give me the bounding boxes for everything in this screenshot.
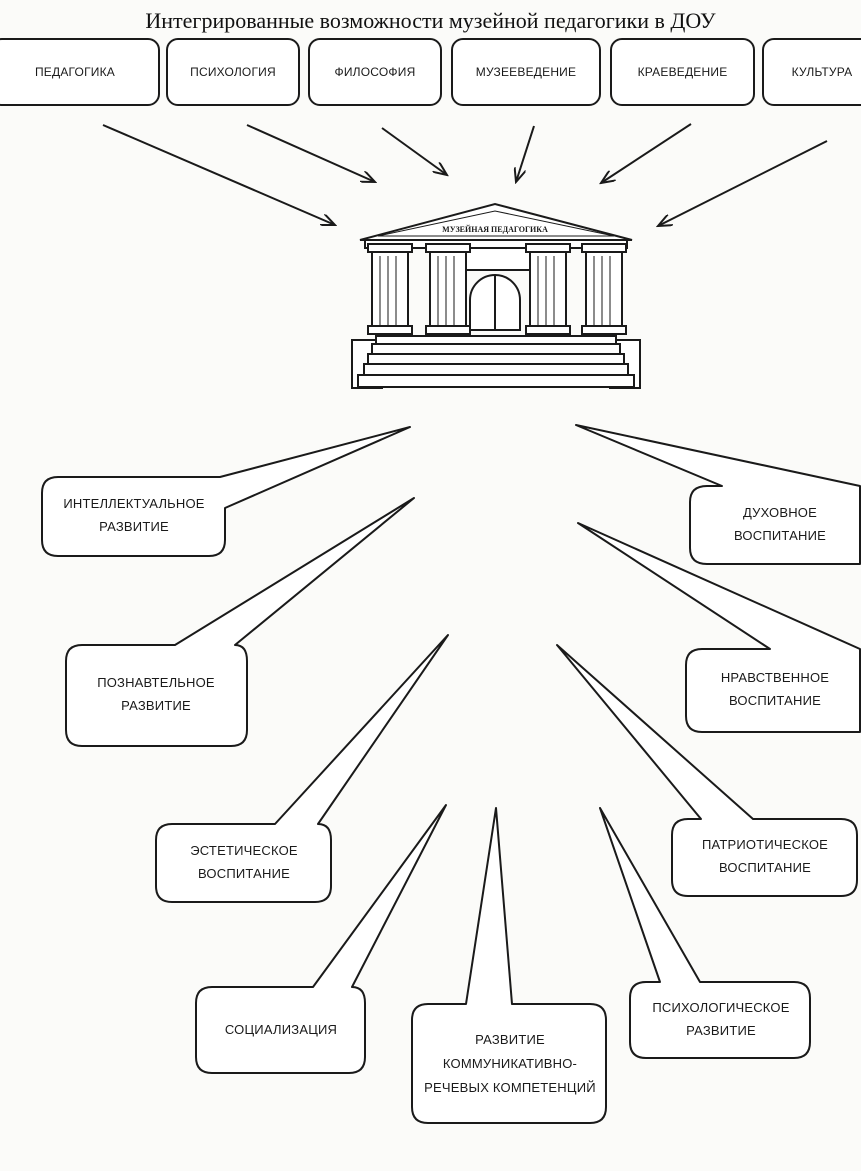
source-pedagogy: ПЕДАГОГИКА <box>0 38 160 106</box>
museum-label: МУЗЕЙНАЯ ПЕДАГОГИКА <box>442 225 548 234</box>
diagram-title: Интегрированные возможности музейной пед… <box>145 8 716 33</box>
callout-psychological-shape <box>599 807 811 1059</box>
callout-patriotic-shape <box>556 644 858 897</box>
callout-cognitive-shape <box>65 497 415 747</box>
callout-patriotic: ПАТРИОТИЧЕСКОЕ ВОСПИТАНИЕ <box>701 837 829 875</box>
callout-aesthetic: ЭСТЕТИЧЕСКОЕ ВОСПИТАНИЕ <box>190 843 298 881</box>
source-philosophy: ФИЛОСОФИЯ <box>308 38 442 106</box>
callout-moral: НРАВСТВЕННОЕ ВОСПИТАНИЕ <box>720 670 830 708</box>
museum-building-icon <box>351 202 641 389</box>
callout-spiritual-shape <box>575 424 861 565</box>
callout-spiritual: ДУХОВНОЕ ВОСПИТАНИЕ <box>733 505 826 543</box>
callout-communicative-shape <box>411 807 607 1124</box>
callout-intellectual-shape <box>41 426 411 557</box>
callout-socialization: СОЦИАЛИЗАЦИЯ <box>224 1021 338 1037</box>
source-local-history: КРАЕВЕДЕНИЕ <box>610 38 755 106</box>
callout-psychological: ПСИХОЛОГИЧЕСКОЕ РАЗВИТИЕ <box>652 1000 790 1038</box>
arrow-local-history <box>601 123 692 183</box>
callout-communicative: РАЗВИТИЕ КОММУНИКАТИВНО-РЕЧЕВЫХ КОМПЕТЕН… <box>424 1031 596 1096</box>
source-culture: КУЛЬТУРА <box>762 38 861 106</box>
arrow-psychology <box>246 124 375 182</box>
callout-socialization-shape <box>195 804 447 1074</box>
arrow-pedagogy <box>102 124 335 225</box>
callout-aesthetic-shape <box>155 634 449 903</box>
source-psychology: ПСИХОЛОГИЯ <box>166 38 300 106</box>
callout-intellectual: ИНТЕЛЛЕКТУАЛЬНОЕ РАЗВИТИЕ <box>63 496 205 534</box>
callout-moral-shape <box>577 522 861 733</box>
callout-cognitive: ПОЗНАВТЕЛЬНОЕ РАЗВИТИЕ <box>97 675 215 713</box>
arrow-museum-studies <box>516 125 535 182</box>
source-museum-studies: МУЗЕЕВЕДЕНИЕ <box>451 38 601 106</box>
arrow-culture <box>658 140 828 226</box>
arrow-philosophy <box>381 127 447 175</box>
